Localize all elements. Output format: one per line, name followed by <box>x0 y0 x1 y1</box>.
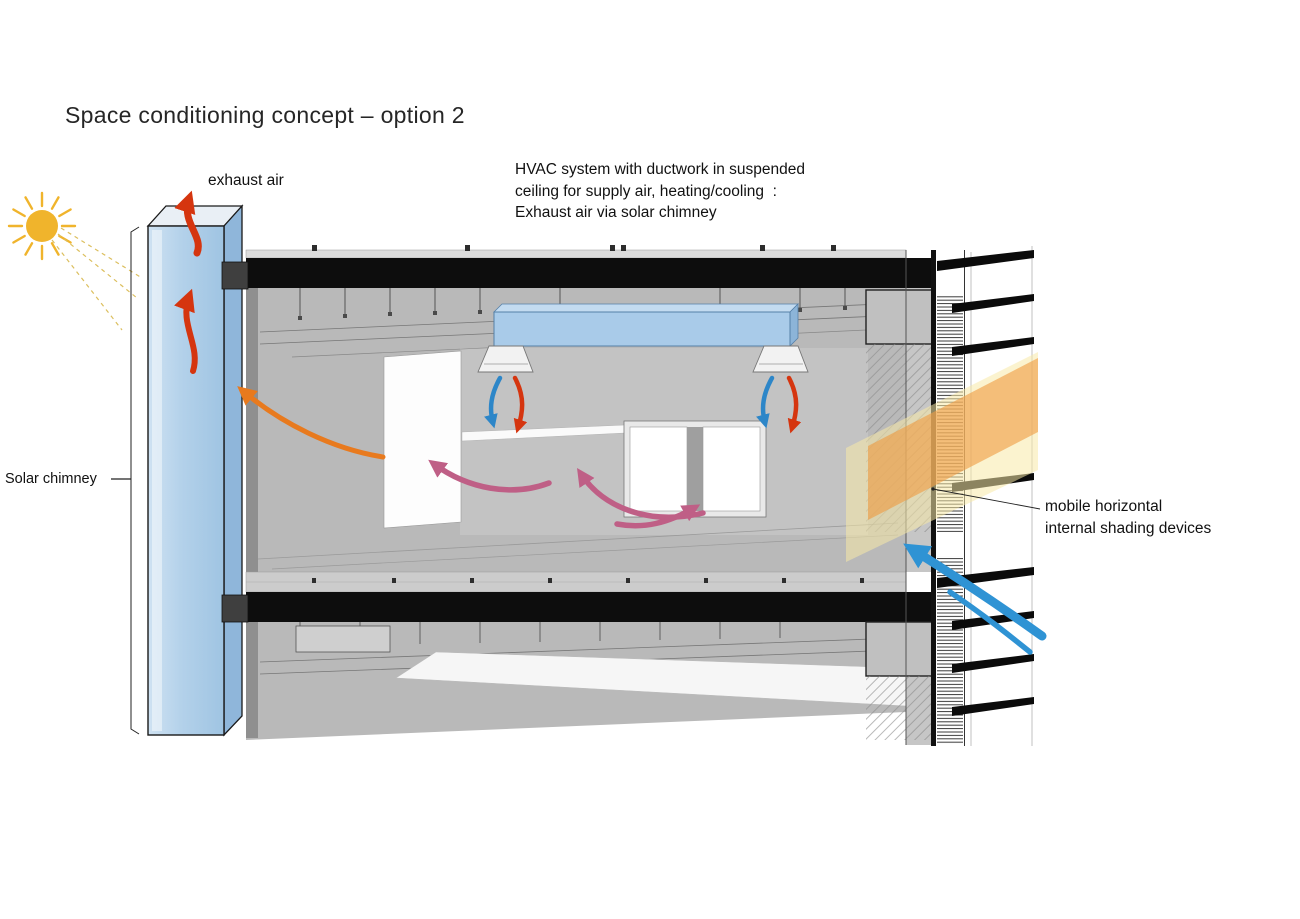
sun-icon <box>7 191 143 331</box>
supply-air-arrows-right <box>756 375 802 434</box>
room-circulation-arrows <box>428 459 706 529</box>
solar-chimney-label: Solar chimney <box>5 471 97 487</box>
room-to-chimney-arrow <box>237 386 386 460</box>
exhaust-air-label: exhaust air <box>208 172 284 189</box>
shading-note: mobile horizontal internal shading devic… <box>1045 496 1211 539</box>
back-windows <box>623 420 767 518</box>
hvac-note-line: Exhaust air via solar chimney <box>515 204 717 221</box>
hvac-note-line: ceiling for supply air, heating/cooling … <box>515 182 777 200</box>
exhaust-air-arrow <box>174 190 202 257</box>
ceiling-box <box>295 625 391 653</box>
bottom-slab <box>246 592 906 622</box>
fresh-air-intake-arrow <box>903 543 1047 655</box>
solar-chimney-pointer-line <box>111 226 140 735</box>
top-slab <box>246 258 906 288</box>
facade-plenum-box-top <box>865 289 933 345</box>
top-floor <box>246 288 933 572</box>
solar-chimney-box <box>146 204 249 737</box>
internal-shading-hatch-bottom <box>866 676 932 740</box>
diffuser-right <box>752 345 809 373</box>
shading-pointer-line <box>931 487 1041 510</box>
ceiling-duct <box>493 303 799 347</box>
supply-air-arrows-left <box>484 375 528 434</box>
chimney-updraft-arrow <box>174 288 198 374</box>
slab-anchors <box>312 245 864 583</box>
floor-lines <box>257 522 899 570</box>
chimney-slab-connector-bottom <box>221 594 249 623</box>
bottom-floor <box>246 621 933 740</box>
hvac-note-line: HVAC system with ductwork in suspended <box>515 161 806 178</box>
sun-rays-dashed <box>51 227 143 331</box>
diffuser-left <box>477 345 534 373</box>
facade-plenum-box-bottom <box>865 621 933 677</box>
ceiling-hangers <box>298 288 847 320</box>
shading-note-line: internal shading devices <box>1045 519 1212 537</box>
chimney-slab-connector-top <box>221 261 249 290</box>
sun-beam <box>846 352 1038 562</box>
page-title: Space conditioning concept – option 2 <box>65 102 465 128</box>
hvac-note: HVAC system with ductwork in suspended c… <box>515 159 805 224</box>
shading-note-line: mobile horizontal <box>1045 498 1163 515</box>
